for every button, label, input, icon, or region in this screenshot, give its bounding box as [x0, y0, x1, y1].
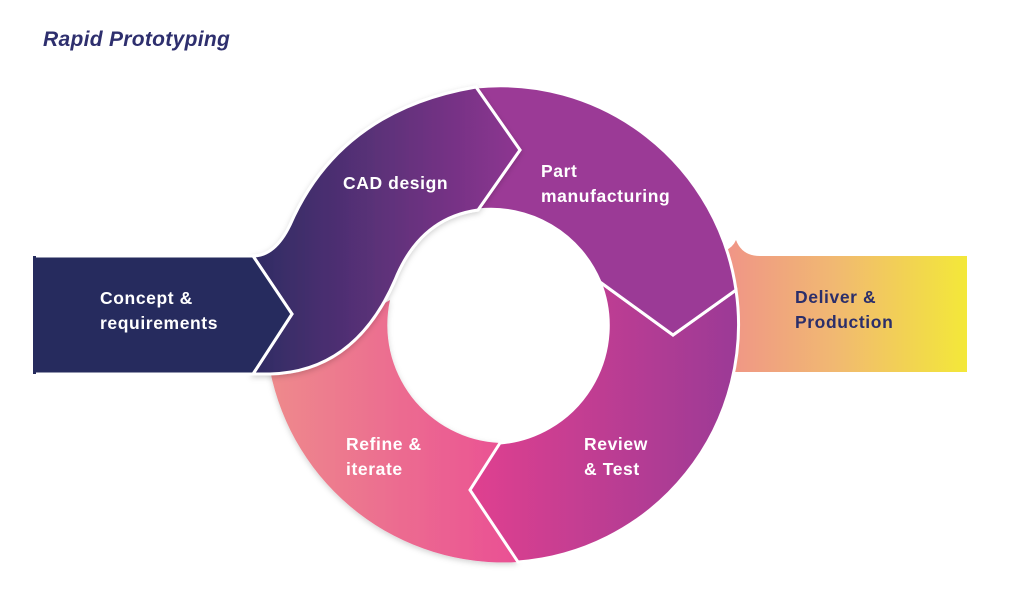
refine-label: Refine & iterate: [346, 434, 427, 479]
cad-label: CAD design: [343, 173, 448, 193]
cad-segment: [250, 85, 522, 376]
deliver-label: Deliver & Production: [795, 287, 893, 332]
refine-segment: [270, 300, 518, 563]
review-segment: [468, 277, 741, 564]
concept-label: Concept & requirements: [100, 288, 218, 333]
diagram-title: Rapid Prototyping: [43, 28, 231, 51]
review-label: Review & Test: [584, 434, 653, 479]
part-label: Part manufacturing: [541, 161, 670, 206]
deliver-box: [700, 240, 967, 372]
part-segment: [473, 84, 738, 337]
